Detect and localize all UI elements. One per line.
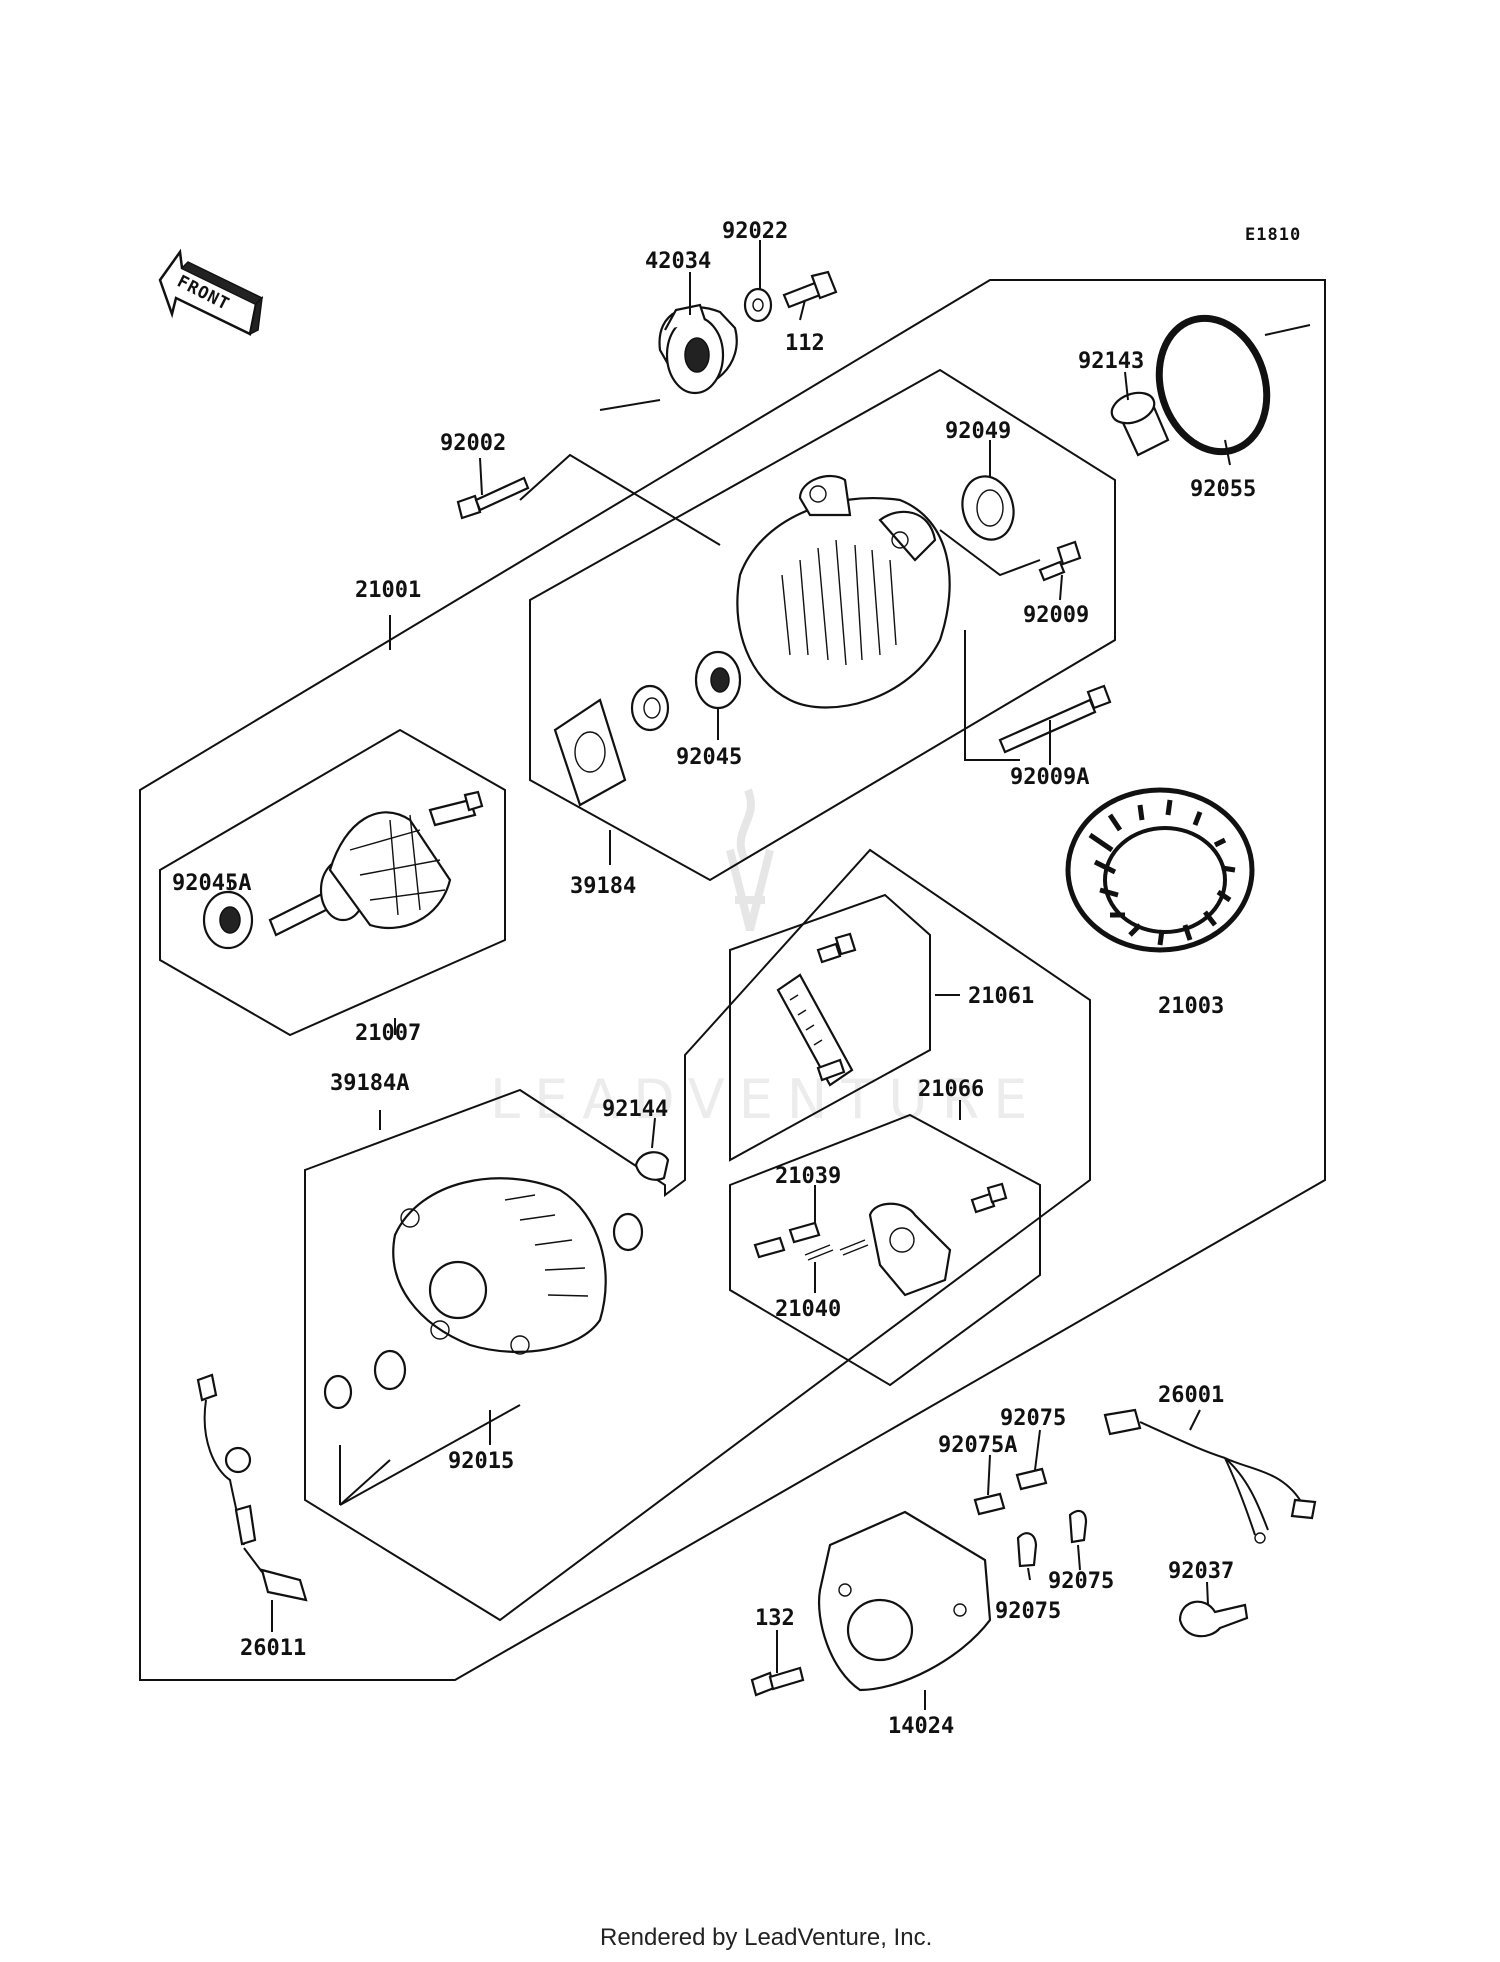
part-bushing-92143 xyxy=(1110,391,1170,457)
label-26011: 26011 xyxy=(240,1636,306,1661)
label-92015: 92015 xyxy=(448,1449,514,1474)
label-92037: 92037 xyxy=(1168,1559,1234,1584)
label-21066: 21066 xyxy=(918,1077,984,1102)
part-clip-92144 xyxy=(634,1151,670,1181)
part-rear-housing-39184A xyxy=(392,1177,607,1355)
part-bolt-132 xyxy=(750,1666,805,1697)
label-92049: 92049 xyxy=(945,419,1011,444)
part-washer-92022 xyxy=(743,287,773,323)
label-92143: 92143 xyxy=(1078,349,1144,374)
label-21001: 21001 xyxy=(355,578,421,603)
part-lead-26011 xyxy=(196,1373,308,1602)
label-39184: 39184 xyxy=(570,874,636,899)
label-21007: 21007 xyxy=(355,1021,421,1046)
label-92022: 92022 xyxy=(722,219,788,244)
part-brush-holder-21061 xyxy=(776,932,857,1087)
label-92075A: 92075A xyxy=(938,1433,1017,1458)
label-39184A: 39184A xyxy=(330,1071,409,1096)
label-21061: 21061 xyxy=(968,984,1034,1009)
part-stator-21003 xyxy=(1065,787,1255,953)
part-oring-92055 xyxy=(1155,314,1271,456)
part-pad-92075-mid xyxy=(1016,1532,1038,1568)
part-rotor-21007 xyxy=(268,790,484,937)
assembly-frame-21001 xyxy=(139,279,1326,1681)
group-frame-21066 xyxy=(729,1113,1041,1387)
label-92144: 92144 xyxy=(602,1097,668,1122)
part-screw-92009 xyxy=(1038,540,1082,582)
label-92002: 92002 xyxy=(440,431,506,456)
watermark-logo xyxy=(726,788,774,931)
label-21039: 21039 xyxy=(775,1164,841,1189)
label-112: 112 xyxy=(785,331,825,356)
part-pulley-42034 xyxy=(658,303,738,395)
part-harness-26001 xyxy=(1103,1408,1317,1544)
label-14024: 14024 xyxy=(888,1714,954,1739)
label-42034: 42034 xyxy=(645,249,711,274)
part-bolt-112 xyxy=(782,270,838,309)
part-bearing-92045A xyxy=(202,890,254,950)
label-92009A: 92009A xyxy=(1010,765,1089,790)
part-clamp-92037 xyxy=(1178,1600,1249,1638)
part-plate xyxy=(553,698,627,807)
part-seal-92049 xyxy=(961,475,1015,541)
label-21003: 21003 xyxy=(1158,994,1224,1019)
label-26001: 26001 xyxy=(1158,1383,1224,1408)
label-92045: 92045 xyxy=(676,745,742,770)
part-regulator-21066 xyxy=(868,1182,1008,1297)
front-arrow: FRONT xyxy=(158,248,264,336)
part-grommets-92015 xyxy=(323,1349,407,1410)
label-92009: 92009 xyxy=(1023,603,1089,628)
part-pad-92075-right xyxy=(1068,1509,1088,1544)
diagram-code: E1810 xyxy=(1245,225,1301,245)
part-bearing-92045 xyxy=(694,650,742,710)
part-front-housing xyxy=(736,475,951,709)
label-21040: 21040 xyxy=(775,1297,841,1322)
part-pad-92075-top xyxy=(1015,1467,1048,1491)
group-frame-21007 xyxy=(159,728,506,1037)
part-collar xyxy=(630,684,670,732)
part-long-bolt-92009A xyxy=(998,684,1112,754)
label-92045A: 92045A xyxy=(172,871,251,896)
label-92075-bottom: 92075 xyxy=(995,1599,1061,1624)
part-bolt-92002 xyxy=(456,476,530,520)
label-92075-top: 92075 xyxy=(1000,1406,1066,1431)
group-frame-21061 xyxy=(729,893,931,1162)
part-brushes-21039 xyxy=(753,1221,821,1259)
label-132: 132 xyxy=(755,1606,795,1631)
part-cover-14024 xyxy=(818,1510,992,1692)
watermark-text: LEADVENTURE xyxy=(490,1068,1041,1131)
group-frame-39184 xyxy=(529,368,1116,882)
footer-text: Rendered by LeadVenture, Inc. xyxy=(600,1924,932,1951)
leader-lines xyxy=(229,240,1231,1710)
part-pad-92075A xyxy=(973,1492,1006,1516)
label-92075-right: 92075 xyxy=(1048,1569,1114,1594)
part-grommet-right xyxy=(612,1212,644,1252)
label-92055: 92055 xyxy=(1190,477,1256,502)
part-springs-21040 xyxy=(804,1239,869,1261)
guide-lines xyxy=(339,324,1311,1506)
